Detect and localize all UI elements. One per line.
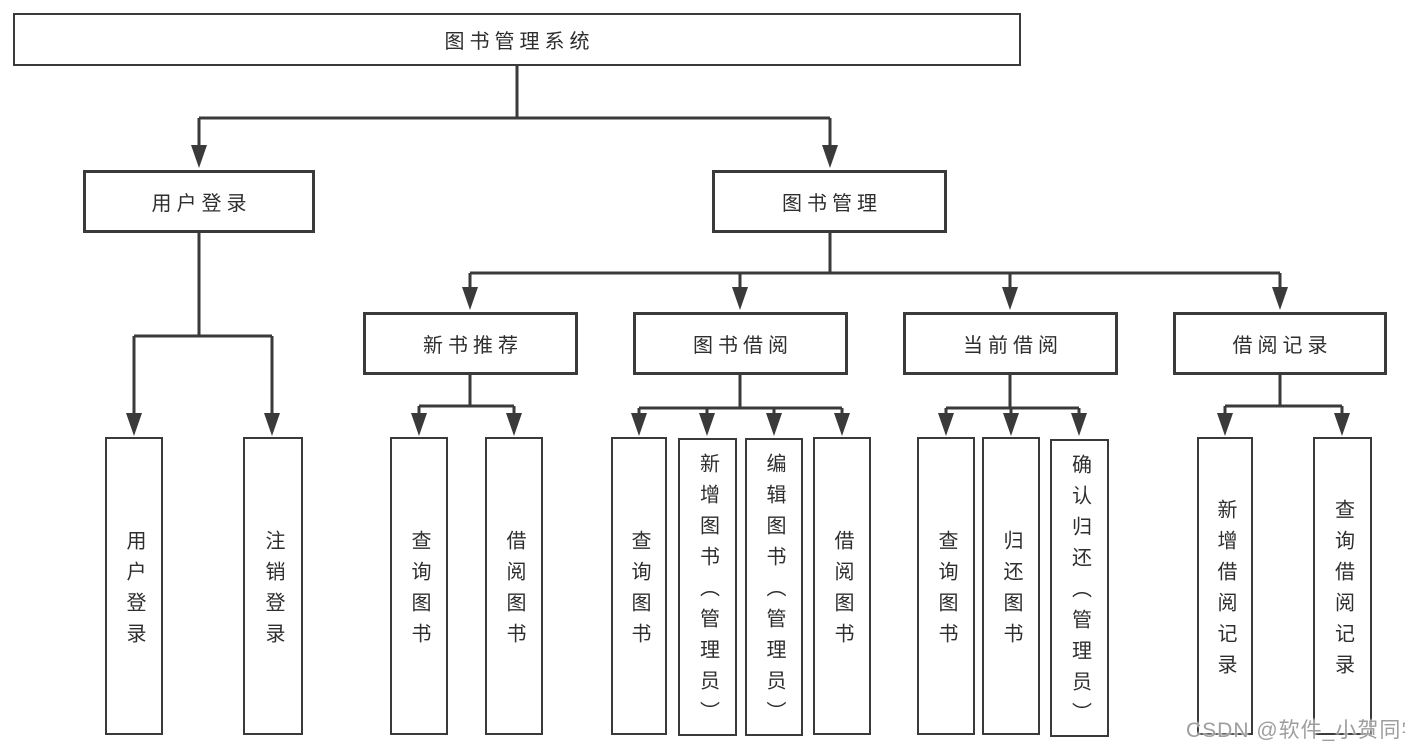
connector-new-book-recommend-group	[411, 375, 522, 436]
node-user-login-group: 用户登录	[83, 170, 315, 233]
node-borrowing-records: 借阅记录	[1173, 312, 1387, 375]
connector-root-to-level2	[191, 66, 838, 168]
node-br-query-record: 查询借阅记录	[1313, 437, 1372, 735]
node-user-login: 用户登录	[105, 437, 163, 735]
connector-borrowing-records-group	[1217, 375, 1350, 436]
connector-user-login-group	[126, 233, 280, 436]
node-nbr-borrow-books: 借阅图书	[485, 437, 543, 735]
node-current-borrowing: 当前借阅	[903, 312, 1118, 375]
node-br-add-record: 新增借阅记录	[1197, 437, 1253, 735]
node-bb-add-books-admin: 新增图书（管理员）	[678, 438, 737, 736]
node-bb-edit-books-admin: 编辑图书（管理员）	[745, 438, 803, 736]
node-cb-query-books: 查询图书	[917, 437, 975, 735]
node-library-management-system: 图书管理系统	[13, 13, 1021, 66]
csdn-watermark: CSDN @软件_小贺同学	[1186, 719, 1405, 742]
node-nbr-query-books: 查询图书	[390, 437, 448, 735]
node-book-management: 图书管理	[712, 170, 947, 233]
connector-current-borrowing-group	[938, 375, 1087, 436]
node-book-borrowing: 图书借阅	[633, 312, 848, 375]
node-bb-borrow-books: 借阅图书	[813, 437, 871, 735]
connector-book-borrowing-group	[631, 375, 850, 436]
node-cb-return-books: 归还图书	[982, 437, 1040, 735]
node-new-book-recommend: 新书推荐	[363, 312, 578, 375]
node-logout: 注销登录	[243, 437, 303, 735]
node-bb-query-books: 查询图书	[611, 437, 667, 735]
node-cb-confirm-return-admin: 确认归还（管理员）	[1050, 439, 1109, 737]
connector-book-management-group	[462, 233, 1288, 310]
